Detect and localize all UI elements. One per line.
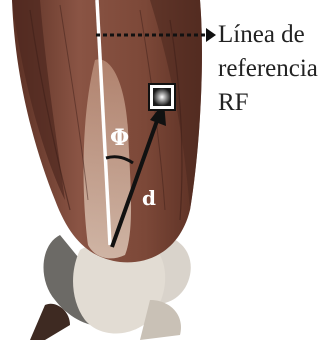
pointer-arrowhead-icon [206,28,216,42]
label-rf: RF [218,90,249,115]
label-referencia: referencia [218,56,318,81]
reflective-marker-square-icon [149,84,175,110]
angle-symbol: Φ [110,125,129,151]
thigh-muscles [12,0,202,262]
label-linea-de: Línea de [218,22,305,47]
distance-symbol: d [142,186,156,210]
